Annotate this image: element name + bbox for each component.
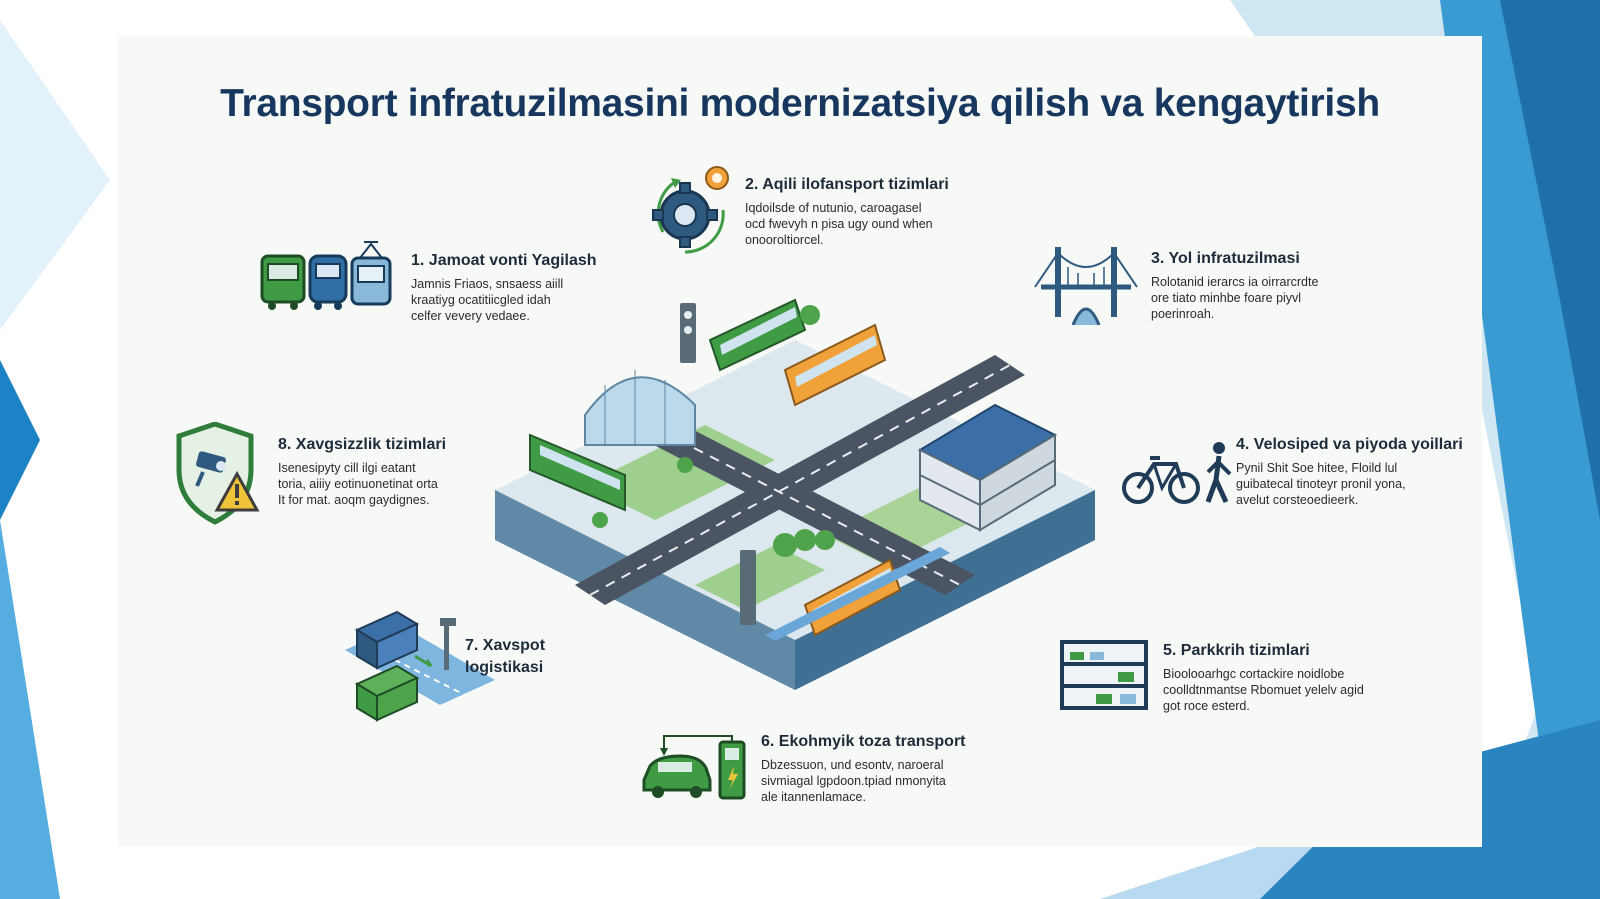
feature-eco-transport: 6. Ekohmyik toza transport Dbzessuon, un…: [761, 733, 991, 805]
feature-heading: 7. Xavspot logistikasi: [465, 637, 546, 676]
feature-text: Isenesipyty cill ilgi eatant toria, aiii…: [278, 461, 438, 507]
feature-public-transport: 1. Jamoat vonti Yagilash Jamnis Friaos, …: [411, 252, 626, 324]
parking-garage-icon: [1060, 640, 1148, 710]
feature-bike-pedestrian: 4. Velosiped va piyoda yoillari Pynil Sh…: [1236, 436, 1476, 508]
feature-text: Jamnis Friaos, snsaess aiill kraatiyg oc…: [411, 277, 564, 323]
bicycle-pedestrian-icon: [1122, 442, 1232, 504]
ev-charging-icon: [642, 735, 746, 800]
bus-tram-icon: [260, 241, 392, 310]
feature-parking: 5. Parkkrih tizimlari Bioolooarhgc corta…: [1163, 642, 1403, 714]
feature-text: Rolotanid ierarcs ia oirrarcrdte ore tia…: [1151, 275, 1319, 321]
logistics-container-icon: [345, 610, 495, 722]
feature-text: Iqdoilsde of nutunio, caroagasel ocd fwe…: [745, 201, 933, 247]
feature-heading: 2. Aqili ilofansport tizimlari: [745, 176, 949, 193]
feature-heading: 5. Parkkrih tizimlari: [1163, 642, 1310, 659]
bridge-icon: [1034, 247, 1138, 325]
feature-road-infrastructure: 3. Yol infratuzilmasi Rolotanid ierarcs …: [1151, 250, 1366, 322]
feature-text: Bioolooarhgc cortackire noidlobe coolldt…: [1163, 667, 1364, 713]
feature-heading: 6. Ekohmyik toza transport: [761, 733, 966, 750]
feature-smart-transport: 2. Aqili ilofansport tizimlari Iqdoilsde…: [745, 176, 990, 248]
feature-heading: 3. Yol infratuzilmasi: [1151, 250, 1300, 267]
feature-heading: 1. Jamoat vonti Yagilash: [411, 252, 597, 269]
page-title: Transport infratuzilmasini modernizatsiy…: [220, 82, 1380, 125]
feature-text: Dbzessuon, und esontv, naroeral sivmiaga…: [761, 758, 946, 804]
feature-text: Pynil Shit Soe hitee, Floild lul guibate…: [1236, 461, 1406, 507]
feature-security: 8. Xavgsizzlik tizimlari Isenesipyty cil…: [278, 436, 473, 508]
city-intersection-illustration: [495, 298, 1095, 690]
feature-heading: 8. Xavgsizzlik tizimlari: [278, 436, 447, 453]
security-shield-icon: [176, 422, 260, 525]
gear-icon: [652, 166, 729, 254]
feature-heading: 4. Velosiped va piyoda yoillari: [1236, 436, 1463, 453]
feature-logistics: 7. Xavspot logistikasi: [465, 635, 585, 685]
